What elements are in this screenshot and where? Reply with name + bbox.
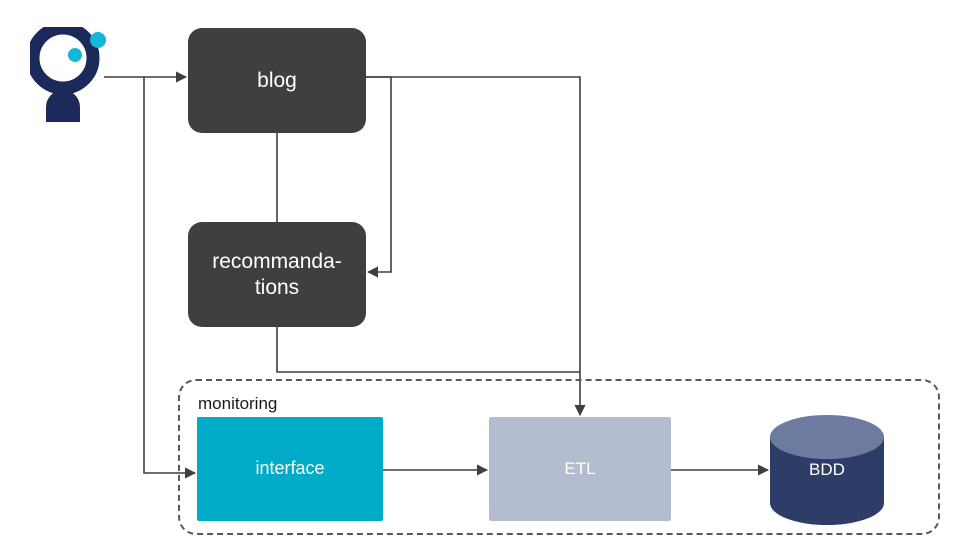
node-etl[interactable]: ETL [489,417,671,521]
edge-recommandations-to-etl [276,327,580,373]
monitoring-group [178,379,940,535]
monitoring-group-label: monitoring [198,394,278,413]
edge-blog-to-etl [366,76,586,417]
node-recommandations[interactable]: recommanda- tions [188,222,366,327]
node-bdd-cylinder[interactable] [770,415,884,525]
node-bdd-label: BDD [809,460,845,479]
brand-person-logo [30,27,106,122]
node-blog[interactable]: blog [188,28,366,133]
node-interface[interactable]: interface [197,417,383,521]
edge-blog-loop-recommandations [366,76,392,278]
